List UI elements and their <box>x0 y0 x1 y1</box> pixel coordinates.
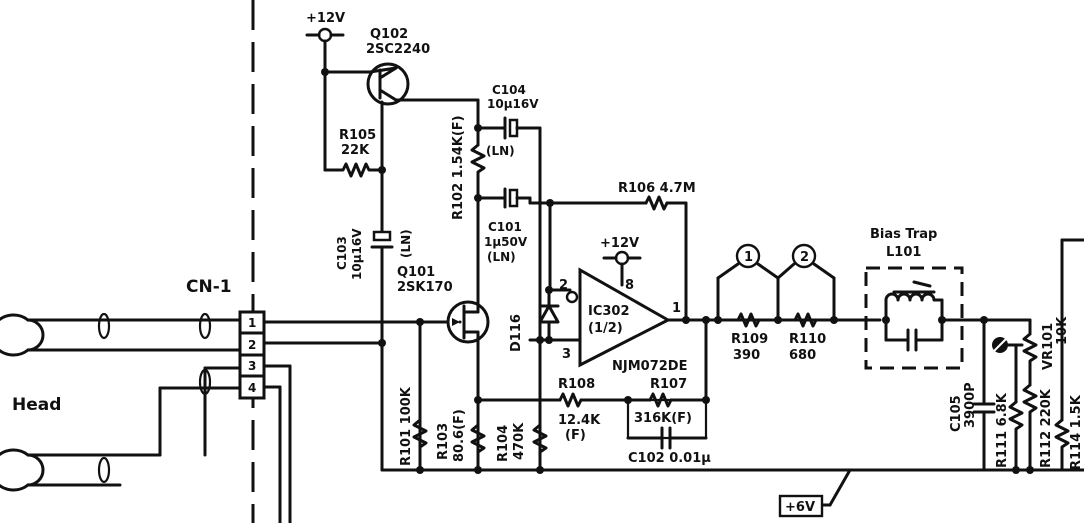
vr101-name: VR101 <box>1041 323 1056 370</box>
ic-pin-2: 2 <box>559 278 568 293</box>
plus12v-ic-label: +12V <box>600 236 639 251</box>
r107-value: 316K(F) <box>634 411 692 426</box>
r110-value: 680 <box>789 348 816 363</box>
r106-label: R106 4.7M <box>618 181 696 196</box>
r112-resistor <box>1022 383 1038 472</box>
vr101-potentiometer <box>1022 332 1038 387</box>
r101-label: R101 100K <box>399 386 414 466</box>
ic-half: (1/2) <box>588 321 623 336</box>
plus12v-top-label: +12V <box>306 11 345 26</box>
q102-transistor <box>366 62 432 106</box>
r102-resistor <box>470 143 486 200</box>
plus6v-label: +6V <box>785 500 815 515</box>
ic-pin-8: 8 <box>625 278 634 293</box>
r107-name: R107 <box>650 377 687 392</box>
r106-resistor <box>644 195 669 211</box>
r104-name: R104 <box>496 425 511 462</box>
ic-name: IC302 <box>588 304 630 319</box>
bias-trap-box <box>864 266 964 370</box>
r110-resistor <box>793 312 818 328</box>
r114-resistor <box>1054 418 1070 472</box>
head-label: Head <box>12 395 61 415</box>
r105-name: R105 <box>339 128 376 143</box>
c104-capacitor <box>476 116 542 140</box>
q101-part: 2SK170 <box>397 280 453 295</box>
ic-pin-3: 3 <box>562 347 571 362</box>
cn1-connector <box>238 310 266 400</box>
l101-inductor <box>882 280 946 352</box>
r109-resistor <box>736 312 761 328</box>
q102-name: Q102 <box>370 27 408 42</box>
r103-resistor <box>470 423 486 454</box>
r102-type: (LN) <box>486 144 515 158</box>
c101-type: (LN) <box>487 250 516 264</box>
r104-value: 470K <box>512 422 527 460</box>
r112-label: R112 220K <box>1039 388 1054 468</box>
c102-capacitor <box>626 426 708 450</box>
q101-name: Q101 <box>397 265 435 280</box>
c103-type: (LN) <box>399 229 413 258</box>
c103-value: 10μ16V <box>350 228 364 280</box>
r110-name: R110 <box>789 332 826 347</box>
d116-diode <box>538 304 560 324</box>
cn1-label: CN-1 <box>186 277 232 297</box>
ic-pin-1: 1 <box>672 301 681 316</box>
r103-name: R103 <box>436 423 451 460</box>
cn1-pin-3: 3 <box>248 359 256 373</box>
d116-label: D116 <box>509 314 524 352</box>
r102-label: R102 1.54K(F) <box>451 115 466 220</box>
r111-label: R111 6.8K <box>995 392 1010 468</box>
r111-resistor <box>1008 400 1024 472</box>
r105-value: 22K <box>341 143 370 158</box>
r103-value: 80.6(F) <box>452 409 467 462</box>
q101-transistor <box>446 300 490 347</box>
c102-label: C102 0.01μ <box>628 451 711 466</box>
c104-name: C104 <box>492 83 526 97</box>
c103-capacitor <box>370 230 394 249</box>
r108-resistor <box>558 392 583 408</box>
cn1-pin-4: 4 <box>248 381 256 395</box>
cn1-pin-2: 2 <box>248 338 256 352</box>
r104-resistor <box>532 423 548 454</box>
test-point-1: 1 <box>744 250 753 265</box>
c105-value: 3900P <box>963 382 978 428</box>
ic-part: NJM072DE <box>612 359 687 374</box>
r109-value: 390 <box>733 348 760 363</box>
r101-resistor <box>412 418 428 449</box>
c101-value: 1μ50V <box>484 235 528 249</box>
bias-trap-label: Bias Trap <box>870 227 937 242</box>
l101-label: L101 <box>886 245 921 260</box>
r108-value: 12.4K <box>558 413 601 428</box>
r108-type: (F) <box>565 428 586 443</box>
r105-resistor <box>323 162 384 178</box>
c101-capacitor <box>476 187 532 209</box>
head-connector-top <box>0 312 242 357</box>
r114-label: R114 1.5K <box>1069 394 1084 470</box>
head-connector-bottom <box>0 366 242 492</box>
r109-name: R109 <box>731 332 768 347</box>
cn1-pin-1: 1 <box>248 316 256 330</box>
ic302-opamp <box>578 267 672 368</box>
c105-name: C105 <box>949 395 964 432</box>
r108-name: R108 <box>558 377 595 392</box>
c104-value: 10μ16V <box>487 97 539 111</box>
test-point-2: 2 <box>800 250 809 265</box>
q102-part: 2SC2240 <box>366 42 430 57</box>
c101-name: C101 <box>488 220 522 234</box>
c103-name: C103 <box>335 236 349 270</box>
plus6v-box <box>778 494 824 518</box>
